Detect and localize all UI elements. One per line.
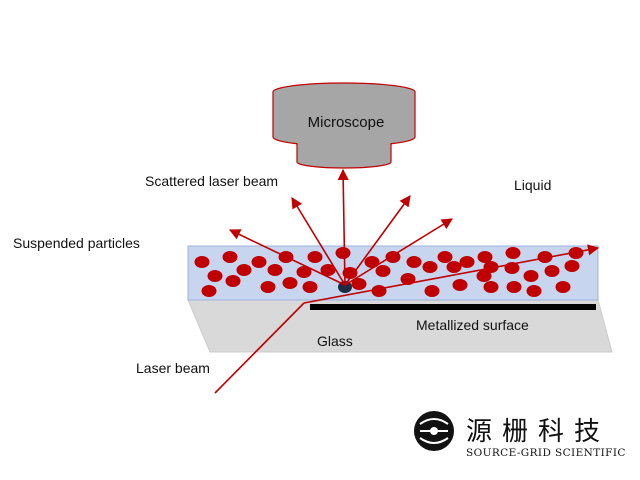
- laser-beam-label: Laser beam: [136, 360, 210, 376]
- particle: [351, 278, 367, 290]
- company-logo: 源栅科技 SOURCE-GRID SCIENTIFIC: [414, 411, 626, 459]
- particle: [483, 261, 499, 273]
- particle: [568, 247, 584, 259]
- particle: [555, 281, 571, 293]
- particle: [526, 285, 542, 297]
- particle: [342, 267, 358, 279]
- particle: [207, 270, 223, 282]
- particle: [364, 256, 380, 268]
- metallized-surface: [310, 304, 596, 310]
- microscope-label: Microscope: [308, 114, 385, 131]
- particle: [222, 251, 238, 263]
- scattered-ray: [228, 229, 346, 286]
- particle: [194, 256, 210, 268]
- particle: [236, 264, 252, 276]
- particle: [302, 281, 318, 293]
- scattered-ray: [344, 195, 411, 286]
- particle: [406, 256, 422, 268]
- particle: [282, 277, 298, 289]
- suspended-particles: [194, 247, 584, 297]
- particle: [483, 281, 499, 293]
- particle: [437, 251, 453, 263]
- particle: [537, 251, 553, 263]
- scattered-ray: [291, 197, 346, 286]
- particle: [296, 266, 312, 278]
- particle: [459, 256, 475, 268]
- particle: [544, 265, 560, 277]
- particle: [564, 260, 580, 272]
- particle: [424, 285, 440, 297]
- microscope-objective: [296, 143, 392, 169]
- particle: [477, 251, 493, 263]
- suspended-particles-label: Suspended particles: [13, 235, 140, 251]
- particle: [452, 279, 468, 291]
- logo-mark-icon: [414, 411, 454, 451]
- particle: [422, 261, 438, 273]
- particle: [260, 281, 276, 293]
- particle: [225, 275, 241, 287]
- particle: [506, 281, 522, 293]
- particle: [201, 285, 217, 297]
- glass-label: Glass: [317, 333, 353, 349]
- particle: [335, 247, 351, 259]
- logo-english-name: SOURCE-GRID SCIENTIFIC: [466, 447, 626, 459]
- liquid-label: Liquid: [514, 177, 551, 193]
- scattered-ray: [337, 168, 349, 286]
- particle: [371, 285, 387, 297]
- microscope: Microscope: [272, 82, 416, 169]
- incident-laser-beam: [214, 302, 305, 394]
- particle: [251, 256, 267, 268]
- scattered-laser-beam-label: Scattered laser beam: [145, 173, 278, 189]
- particle: [307, 251, 323, 263]
- particle: [446, 261, 462, 273]
- scattered-ray: [344, 218, 453, 286]
- particle: [505, 247, 521, 259]
- logo-chinese-name: 源栅科技: [466, 417, 610, 447]
- metallized-surface-label: Metallized surface: [416, 317, 529, 333]
- particle: [476, 270, 492, 282]
- particle: [400, 273, 416, 285]
- particle: [375, 265, 391, 277]
- particle: [523, 270, 539, 282]
- reflected-laser-beam: [303, 244, 600, 304]
- scattered-rays: [228, 168, 453, 286]
- particle: [267, 264, 283, 276]
- particle: [320, 264, 336, 276]
